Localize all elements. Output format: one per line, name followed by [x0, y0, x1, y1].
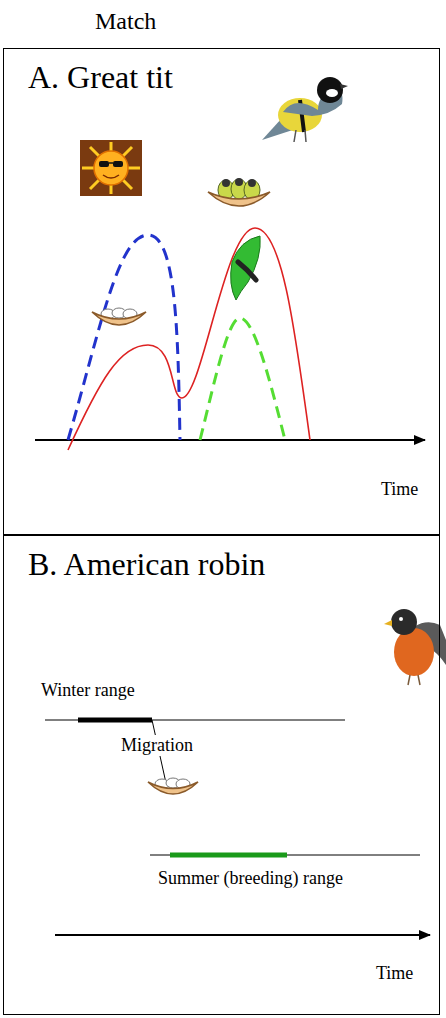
- nest-eggs: [92, 308, 146, 325]
- summer-line: [150, 855, 420, 856]
- migration-label: Migration: [120, 735, 194, 756]
- food-curve: [200, 318, 285, 440]
- temperature-curve: [68, 235, 180, 440]
- sun-icon: [80, 140, 142, 196]
- panel-heading: B. American robin: [28, 546, 265, 583]
- panel-box: B. American robin: [3, 535, 440, 1015]
- time-axis: [35, 439, 425, 441]
- winter-range-bar: [78, 718, 152, 723]
- nest-chicks: [208, 178, 270, 206]
- robin-bird: [384, 609, 446, 685]
- panel-box: A. Great tit: [3, 48, 440, 535]
- summer-range-bar: [170, 853, 287, 858]
- time-axis: [55, 934, 430, 936]
- axis-label: Time: [380, 479, 419, 500]
- panel-heading: A. Great tit: [28, 59, 173, 96]
- winter-line: [45, 720, 345, 721]
- caterpillar-leaf: [231, 236, 261, 300]
- great-tit-bird: [262, 77, 348, 142]
- range-label: Winter range: [40, 680, 136, 701]
- nest-eggs: [148, 778, 198, 794]
- range-label: Summer (breeding) range: [157, 868, 344, 889]
- figure-title: Match: [95, 8, 156, 35]
- demand-curve: [68, 228, 310, 450]
- axis-label: Time: [375, 963, 414, 984]
